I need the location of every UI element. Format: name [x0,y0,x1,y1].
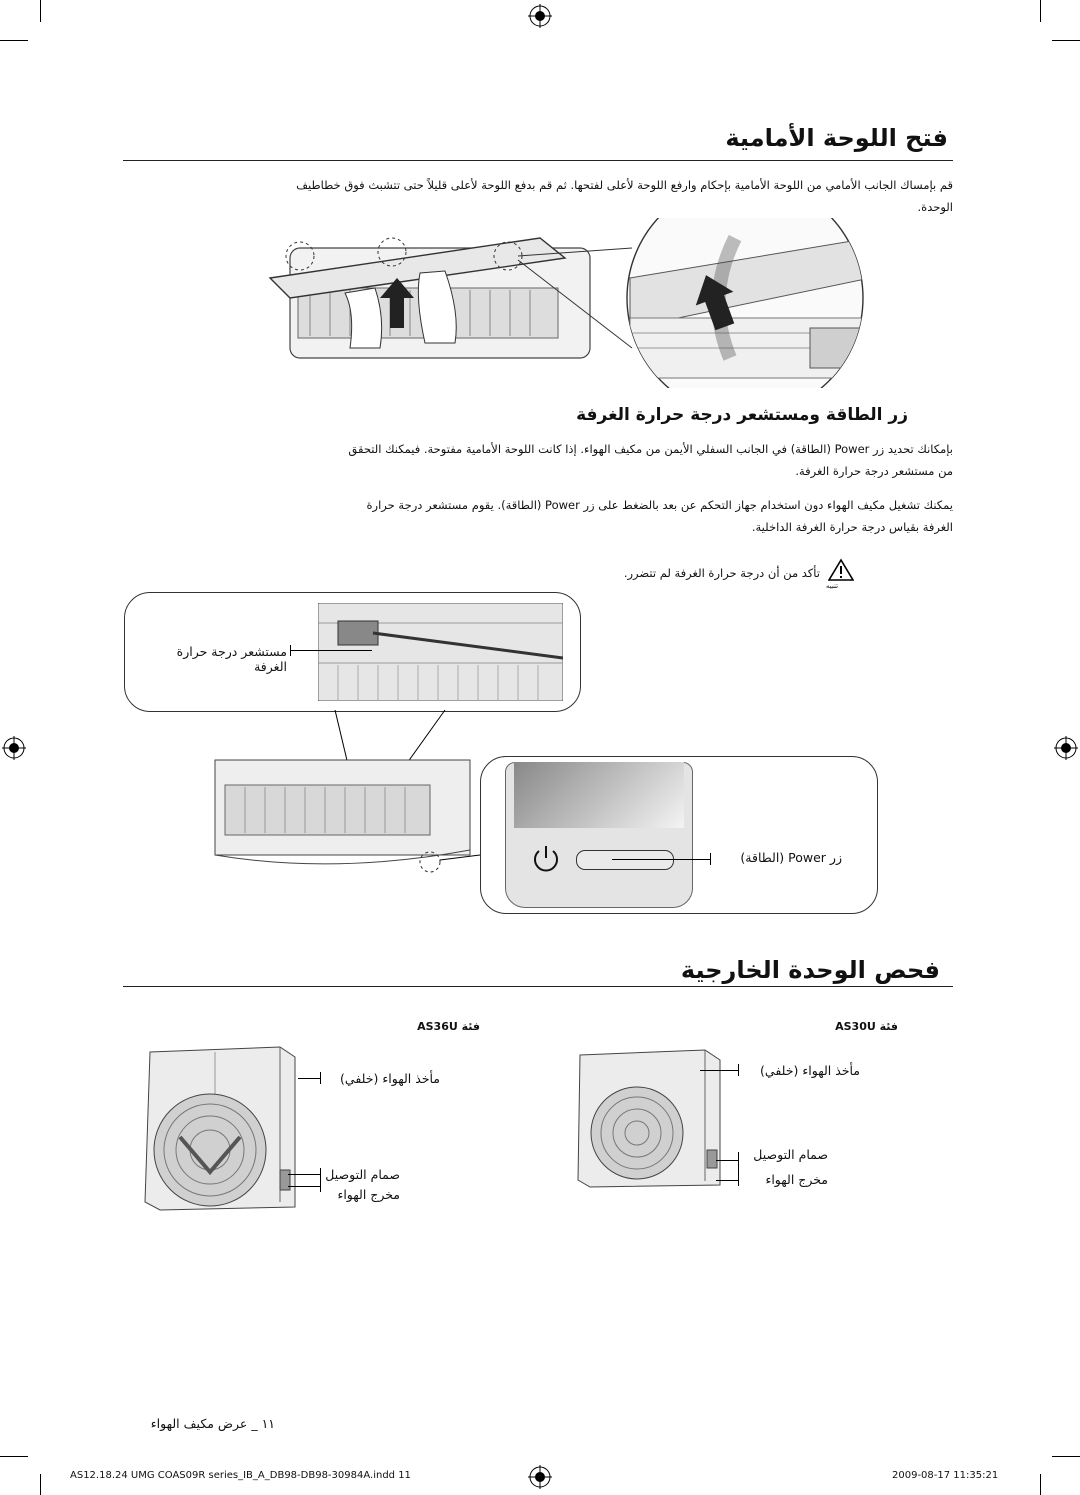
outdoor-unit-as36u-illustration [144,1046,296,1211]
registration-mark-icon [528,4,552,28]
indoor-unit-illustration [214,709,480,873]
crop-mark [1040,0,1041,22]
registration-mark-icon [2,736,26,760]
leader-line [298,1078,320,1079]
caution-label: تنبيه [826,582,839,590]
leader-tick [320,1072,321,1084]
registration-mark-icon [528,1465,552,1489]
leader-line [700,1070,738,1071]
outdoor-unit-as30u-illustration [577,1049,721,1188]
crop-mark [0,1456,28,1457]
paragraph-line: بإمكانك تحديد زر Power (الطاقة) في الجان… [348,442,953,456]
label-line: مستشعر درجة حرارة [176,644,287,659]
section2-paragraph-1: بإمكانك تحديد زر Power (الطاقة) في الجان… [123,438,953,482]
crop-mark [1052,40,1080,41]
section-rule [123,986,953,987]
crop-mark [1040,1474,1041,1495]
air-inlet-label-right: مأخذ الهواء (خلفي) [760,1063,860,1078]
crop-mark [40,1474,41,1495]
air-inlet-label-left: مأخذ الهواء (خلفي) [340,1071,440,1086]
sensor-label-tick [290,645,291,656]
leader-line [716,1180,738,1181]
air-outlet-label-left: مخرج الهواء [337,1187,400,1202]
connection-valve-label-left: صمام التوصيل [325,1167,400,1182]
sensor-label-leader [290,650,372,651]
crop-mark [1052,1456,1080,1457]
sensor-zoom-illustration [318,603,563,701]
power-button-label: زر Power (الطاقة) [740,850,842,865]
print-timestamp: 2009-08-17 11:35:21 [892,1470,999,1481]
power-label-tick [710,853,711,865]
registration-mark-icon [1054,736,1078,760]
arrow-up-icon [380,278,414,328]
section-title-open-front-panel: فتح اللوحة الأمامية [725,124,948,152]
open-panel-illustration [268,218,864,388]
leader-tick [738,1152,739,1186]
power-label-leader [612,859,710,860]
section-title-power-and-sensor: زر الطاقة ومستشعر درجة حرارة الغرفة [576,405,908,425]
crop-mark [0,40,28,41]
leader-line [716,1160,738,1161]
page-number-label: ١١ _ عرض مكيف الهواء [150,1416,275,1431]
model-label-as36u: فئة AS36U [417,1020,480,1033]
section-title-outdoor-unit: فحص الوحدة الخارجية [680,956,940,984]
leader-tick [738,1064,739,1076]
warning-icon [828,558,854,581]
display-window [514,762,684,828]
sensor-label: مستشعر درجة حرارة الغرفة [87,644,287,674]
section1-paragraph: قم بإمساك الجانب الأمامي من اللوحة الأما… [123,174,953,218]
paragraph-line: قم بإمساك الجانب الأمامي من اللوحة الأما… [296,178,953,192]
model-label-as30u: فئة AS30U [835,1020,898,1033]
section-rule [123,160,953,161]
connection-valve-label-right: صمام التوصيل [753,1147,828,1162]
leader-tick [320,1168,321,1192]
paragraph-line: الغرفة بقياس درجة حرارة الغرفة الداخلية. [751,520,953,534]
section2-paragraph-2: يمكنك تشغيل مكيف الهواء دون استخدام جهاز… [123,494,953,538]
file-info: AS12.18.24 UMG COAS09R series_IB_A_DB98-… [70,1470,411,1481]
caution-text: تأكد من أن درجة حرارة الغرفة لم تتضرر. [623,566,820,580]
power-icon[interactable] [530,842,562,876]
power-button[interactable] [576,850,674,870]
paragraph-line: من مستشعر درجة حرارة الغرفة. [795,464,953,478]
paragraph-line: يمكنك تشغيل مكيف الهواء دون استخدام جهاز… [366,498,953,512]
crop-mark [40,0,41,22]
air-outlet-label-right: مخرج الهواء [765,1172,828,1187]
paragraph-line: الوحدة. [917,200,953,214]
leader-line [288,1174,320,1175]
leader-line [288,1186,320,1187]
label-line: الغرفة [254,659,287,674]
